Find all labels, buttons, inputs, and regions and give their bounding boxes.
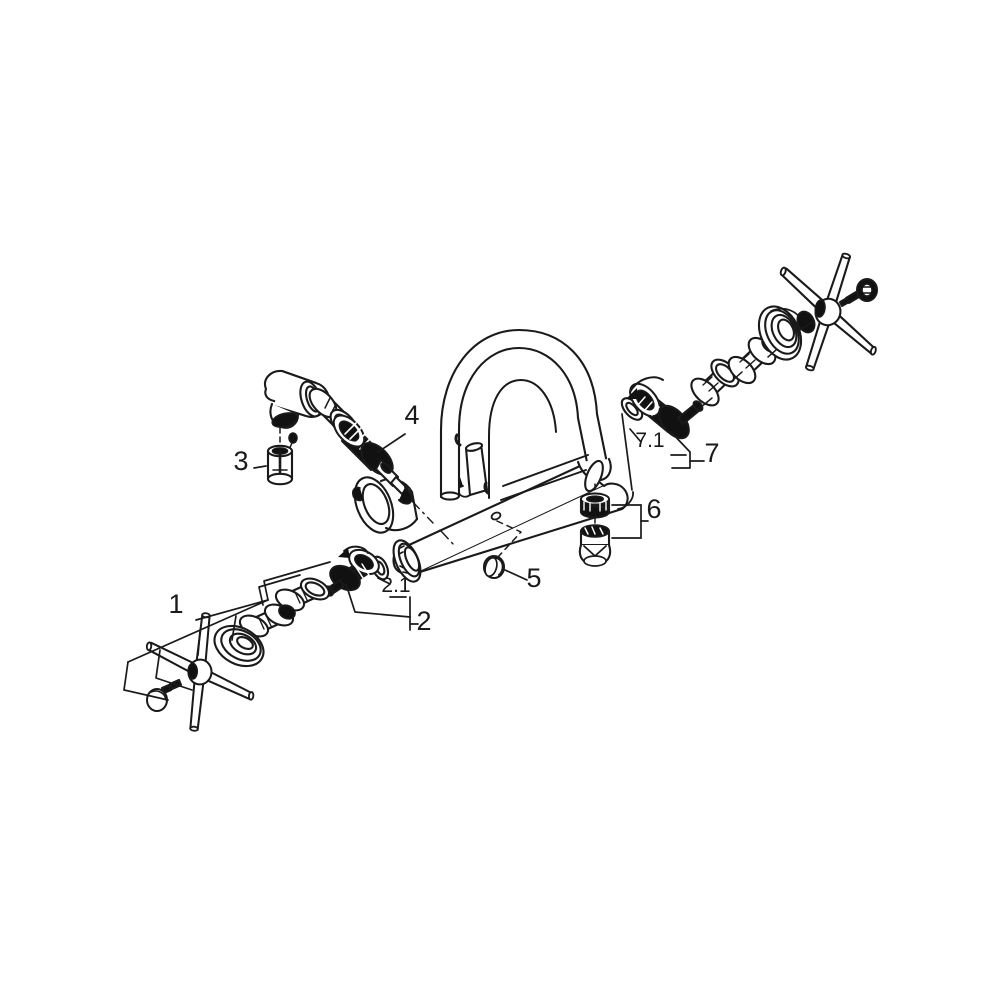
wall-escutcheon [353,476,419,534]
cross-handle-lower-left [145,611,255,733]
callout-label-1: 1 [168,589,183,619]
callout-1-bracket [123,561,331,701]
part-7-valve-cartridge [626,376,704,440]
callout-label-2: 2 [416,606,431,636]
callout-leaders [123,428,705,701]
part-3-aerator-insert [266,444,294,486]
mousseur-housing [578,524,612,567]
handle-screw-and-cap [838,278,878,308]
callout-6-bracket [611,504,649,539]
part-7-1-o-ring [620,397,644,421]
callout-label-6: 6 [646,494,661,524]
callout-2-bracket [345,577,419,631]
part-6-aerator-assembly [578,483,612,567]
part-2-valve-cartridge [324,545,380,597]
part-4-check-valve-cartridge [332,414,413,505]
handle-screw-and-cap-lower [146,678,183,712]
aerator-ring [579,492,611,519]
callout-3-leader [253,465,267,469]
callout-label-7: 7 [704,438,719,468]
handle-rosette-lower [213,624,265,668]
callout-label-3: 3 [233,446,248,476]
callout-labels: 1 2 2.1 3 4 5 6 7 7.1 [168,400,719,636]
part-5-blanking-plug [482,554,506,580]
lower-left-valve-group [324,545,390,597]
handle-adapter-bush-lower [238,603,296,638]
cross-handle-upper-right [779,251,877,373]
upper-right-valve-group [620,251,878,491]
callout-label-5: 5 [526,563,541,593]
callout-label-2-1: 2.1 [381,574,410,597]
callout-5-leader [504,569,528,581]
lower-left-handle-group [145,577,331,733]
spout-tube [439,328,612,501]
callout-4-leader [377,433,406,453]
handle-rosette [757,305,804,361]
callout-label-4: 4 [404,400,419,430]
upper-left-outlet-group [264,369,455,546]
callout-7-bracket [629,428,705,469]
callout-label-7-1: 7.1 [635,429,664,452]
